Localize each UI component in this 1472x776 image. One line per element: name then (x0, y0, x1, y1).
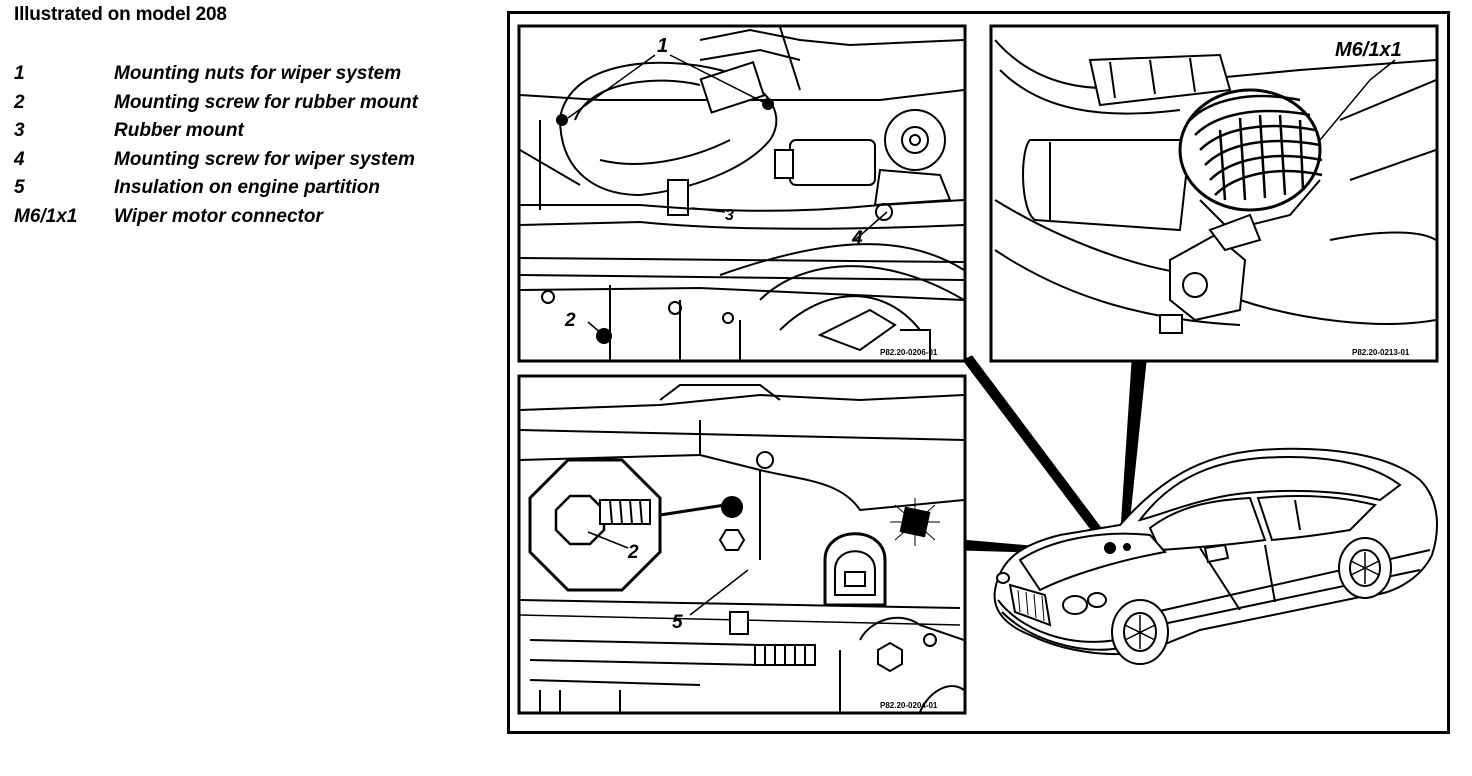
legend-text: Wiper motor connector (114, 205, 323, 227)
callout-5: 5 (672, 612, 683, 633)
legend-key: 5 (14, 177, 25, 198)
legend-key: M6/1x1 (14, 205, 78, 227)
legend-key: 2 (14, 91, 25, 113)
callout-m6-1x1: M6/1x1 (1335, 39, 1402, 61)
legend-item: 4 Mounting screw for wiper system (14, 146, 484, 175)
panel-wiper-motor-connector: M6/1x1 P82.20-0213-01 (989, 24, 1439, 363)
legend-title: Illustrated on model 208 (14, 4, 227, 25)
legend-list: 1 Mounting nuts for wiper system 2 Mount… (14, 60, 484, 231)
panel-rubber-mount: 2 5 P82.20-0204-01 (517, 374, 967, 715)
legend-key: 1 (14, 63, 25, 84)
callout-1: 1 (657, 35, 668, 57)
callout-2: 2 (627, 542, 639, 563)
figure-code: P82.20-0213-01 (1352, 348, 1410, 357)
legend-key: 3 (14, 120, 25, 141)
callout-4: 4 (851, 228, 863, 249)
legend-item: M6/1x1 Wiper motor connector (14, 203, 484, 232)
legend-text: Mounting nuts for wiper system (114, 63, 402, 84)
figure-code: P82.20-0206-01 (880, 348, 938, 357)
legend-item: 5 Insulation on engine partition (14, 174, 484, 203)
legend-text: Rubber mount (114, 120, 244, 141)
panel-wiper-linkage: 1 3 4 2 P82.20-0206-01 (517, 24, 967, 363)
legend-text: Mounting screw for rubber mount (114, 91, 418, 113)
legend-item: 3 Rubber mount (14, 117, 484, 146)
car-illustration (993, 447, 1438, 665)
legend-item: 1 Mounting nuts for wiper system (14, 60, 484, 89)
legend-key: 4 (14, 148, 25, 170)
legend-item: 2 Mounting screw for rubber mount (14, 89, 484, 118)
figure-code: P82.20-0204-01 (880, 701, 938, 710)
legend-text: Insulation on engine partition (114, 177, 380, 198)
callout-3: 3 (725, 207, 734, 224)
callout-2: 2 (564, 310, 576, 331)
legend-text: Mounting screw for wiper system (114, 148, 415, 170)
